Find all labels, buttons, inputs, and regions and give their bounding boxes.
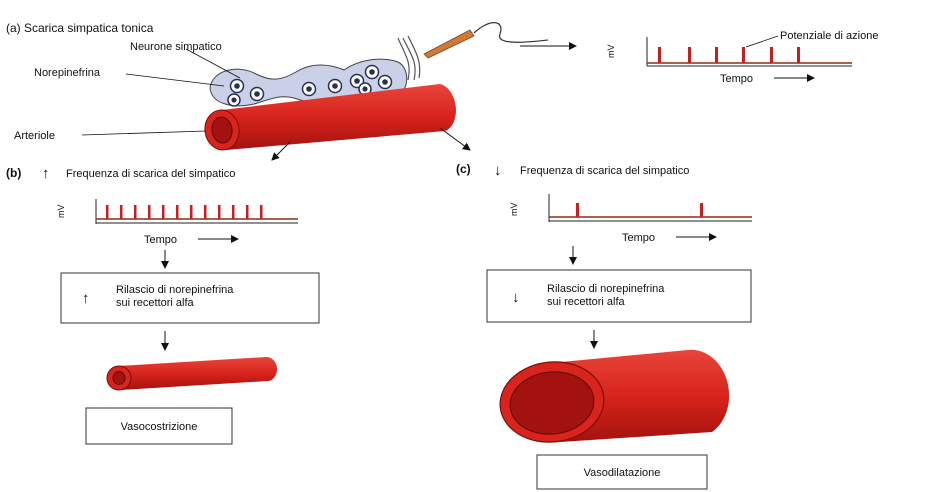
neuron-label: Neurone simpatico [130, 41, 222, 53]
vesicle [364, 64, 380, 80]
arteriole-label: Arteriole [14, 130, 55, 142]
arteriole-leader-line [81, 130, 207, 136]
trace-decreased-mv-label: mV [509, 203, 519, 217]
vesicle [377, 74, 393, 90]
spike [246, 205, 249, 219]
trace-increased: mV Tempo [56, 199, 298, 246]
spike [742, 47, 745, 63]
result-box-b [85, 407, 233, 445]
panel-c-heading: Frequenza di scarica del simpatico [520, 165, 689, 177]
increase-arrow-icon: ↑ [42, 165, 50, 182]
release-box-b: ↑ Rilascio di norepinefrina sui recettor… [60, 272, 320, 324]
spike [260, 205, 263, 219]
action-potential-label: Potenziale di azione [780, 30, 878, 42]
result-vasodilation: Vasodilatazione [584, 467, 661, 479]
action-potential-leader-line [745, 35, 779, 48]
panel-b-letter: (b) [6, 166, 21, 180]
trace-increased-time-label: Tempo [144, 234, 177, 246]
spike [576, 203, 579, 217]
vesicle [327, 78, 343, 94]
spike [190, 205, 193, 219]
trace-decreased: mV Tempo [509, 194, 752, 244]
neuron-leader-line [185, 48, 241, 79]
release-box-c-line1: Rilascio di norepinefrina [547, 283, 665, 295]
dilated-vessel [499, 349, 730, 443]
spike [715, 47, 718, 63]
norepinephrine-label: Norepinefrina [34, 67, 101, 79]
trace-increased-mv-label: mV [56, 205, 66, 219]
spike [218, 205, 221, 219]
spike [120, 205, 123, 219]
spike [770, 47, 773, 63]
result-box-c [536, 454, 708, 490]
spike [688, 47, 691, 63]
trace-tonic-time-label: Tempo [720, 73, 753, 85]
arrow-to-panel-c [439, 127, 471, 151]
spike [700, 203, 703, 217]
recording-electrode [423, 22, 549, 59]
vesicle [249, 86, 265, 102]
arrow-to-panel-b [271, 141, 291, 161]
trace-decreased-spikes [576, 203, 703, 217]
spike [106, 205, 109, 219]
nerve-fibre [397, 35, 421, 81]
trace-tonic-spikes [658, 47, 800, 63]
constricted-vessel [106, 356, 278, 391]
spike [162, 205, 165, 219]
release-box-b-line1: Rilascio di norepinefrina [116, 284, 234, 296]
panel-b-heading: Frequenza di scarica del simpatico [66, 168, 235, 180]
release-box-c: ↓ Rilascio di norepinefrina sui recettor… [486, 269, 752, 323]
decrease-arrow-icon: ↓ [494, 162, 502, 179]
spike [797, 47, 800, 63]
trace-tonic-mv-label: mV [606, 45, 616, 59]
release-box-c-line2: sui recettori alfa [547, 296, 626, 308]
spike [134, 205, 137, 219]
spike [148, 205, 151, 219]
panel-a-title: (a) Scarica simpatica tonica [6, 21, 154, 35]
norepinephrine-leader-line [125, 73, 225, 87]
arteriole-vessel [204, 84, 456, 151]
trace-increased-spikes [106, 205, 263, 219]
trace-tonic: mV Potenziale di azione Tempo [606, 30, 878, 85]
vesicle [229, 78, 245, 94]
spike [204, 205, 207, 219]
release-box-b-line2: sui recettori alfa [116, 297, 195, 309]
trace-decreased-time-label: Tempo [622, 232, 655, 244]
spike [176, 205, 179, 219]
spike [658, 47, 661, 63]
result-vasoconstriction: Vasocostrizione [121, 421, 198, 433]
spike [232, 205, 235, 219]
increase-arrow-icon: ↑ [82, 290, 90, 307]
decrease-arrow-icon: ↓ [512, 289, 520, 306]
vesicle [301, 81, 317, 97]
norepinephrine-vesicles [227, 64, 393, 107]
panel-c-letter: (c) [456, 162, 471, 176]
vesicle [227, 93, 241, 107]
